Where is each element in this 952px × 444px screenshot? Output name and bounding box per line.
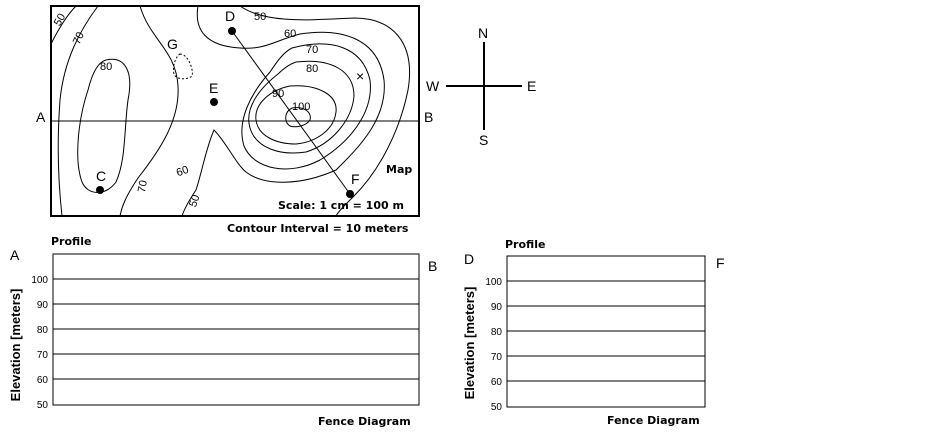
y-tick-label: 90	[491, 302, 503, 313]
map-frame	[50, 5, 420, 217]
point-g-label: G	[167, 36, 178, 52]
y-axis-label: Elevation [meters]	[8, 289, 23, 402]
point-b-label: B	[424, 109, 433, 125]
profile-grid-a-b: Profile A B 100 90 80 70 60 50 Elevation…	[8, 235, 437, 428]
y-tick-label: 80	[491, 327, 503, 338]
profile-title: Profile	[51, 235, 91, 248]
x-mark: ×	[356, 68, 364, 84]
y-axis-label: Elevation [meters]	[462, 287, 477, 400]
profile-footer: Fence Diagram	[318, 415, 411, 428]
y-tick-label: 70	[37, 350, 49, 361]
profile-end-label: F	[716, 255, 725, 271]
contour-label: 50	[187, 193, 202, 209]
point-e-label: E	[209, 80, 218, 96]
y-tick-label: 90	[37, 300, 49, 311]
contour-line	[57, 5, 99, 217]
profile-title: Profile	[505, 238, 545, 251]
point-c-marker	[96, 186, 104, 194]
y-tick-label: 100	[485, 277, 502, 288]
contour-line	[50, 5, 77, 45]
point-a-label: A	[36, 109, 46, 125]
point-f-label: F	[351, 171, 360, 187]
contour-label: 60	[175, 164, 191, 179]
point-e-marker	[210, 98, 218, 106]
y-tick-label: 60	[491, 377, 503, 388]
contour-label: 50	[254, 11, 266, 23]
point-d-marker	[228, 27, 236, 35]
compass-west: W	[426, 78, 440, 94]
profile-start-label: D	[464, 251, 474, 267]
contour-label: 90	[272, 88, 284, 100]
y-tick-label: 80	[37, 325, 49, 336]
profile-footer: Fence Diagram	[607, 414, 700, 427]
y-tick-label: 50	[491, 402, 503, 413]
contour-label: 50	[52, 12, 69, 29]
topographic-map: A B C D E F G 50 70 80 50 60 70 80 90 10…	[36, 5, 433, 217]
contour-line	[248, 60, 355, 154]
contour-label: 70	[136, 179, 150, 193]
compass-rose: N S E W	[426, 25, 536, 148]
y-tick-label: 70	[491, 352, 503, 363]
profile-end-label: B	[428, 258, 437, 274]
contour-label: 80	[100, 61, 112, 73]
profile-line-d-f	[231, 30, 351, 195]
compass-south: S	[479, 132, 488, 148]
depression-contour	[173, 53, 193, 80]
map-label: Map	[386, 163, 412, 176]
y-tick-label: 50	[37, 400, 49, 411]
contour-label: 60	[284, 28, 296, 40]
contour-label: 70	[71, 30, 87, 46]
profile-start-label: A	[10, 247, 20, 263]
map-scale: Scale: 1 cm = 100 m	[278, 199, 404, 212]
contour-label: 100	[292, 101, 310, 113]
point-d-label: D	[225, 8, 235, 24]
contour-line	[119, 5, 179, 217]
compass-north: N	[478, 25, 488, 41]
contour-interval: Contour Interval = 10 meters	[227, 222, 409, 235]
point-c-label: C	[96, 168, 106, 184]
contour-label: 70	[306, 44, 318, 56]
contour-line	[181, 5, 385, 217]
profile-grid-d-f: Profile D F 100 90 80 70 60 50 Elevation…	[462, 238, 725, 427]
compass-east: E	[527, 78, 536, 94]
contour-line	[241, 43, 371, 170]
point-f-marker	[346, 190, 354, 198]
contour-line	[239, 5, 410, 217]
contour-line	[255, 85, 337, 145]
y-tick-label: 100	[31, 275, 48, 286]
y-tick-label: 60	[37, 375, 49, 386]
contour-label: 80	[306, 63, 318, 75]
